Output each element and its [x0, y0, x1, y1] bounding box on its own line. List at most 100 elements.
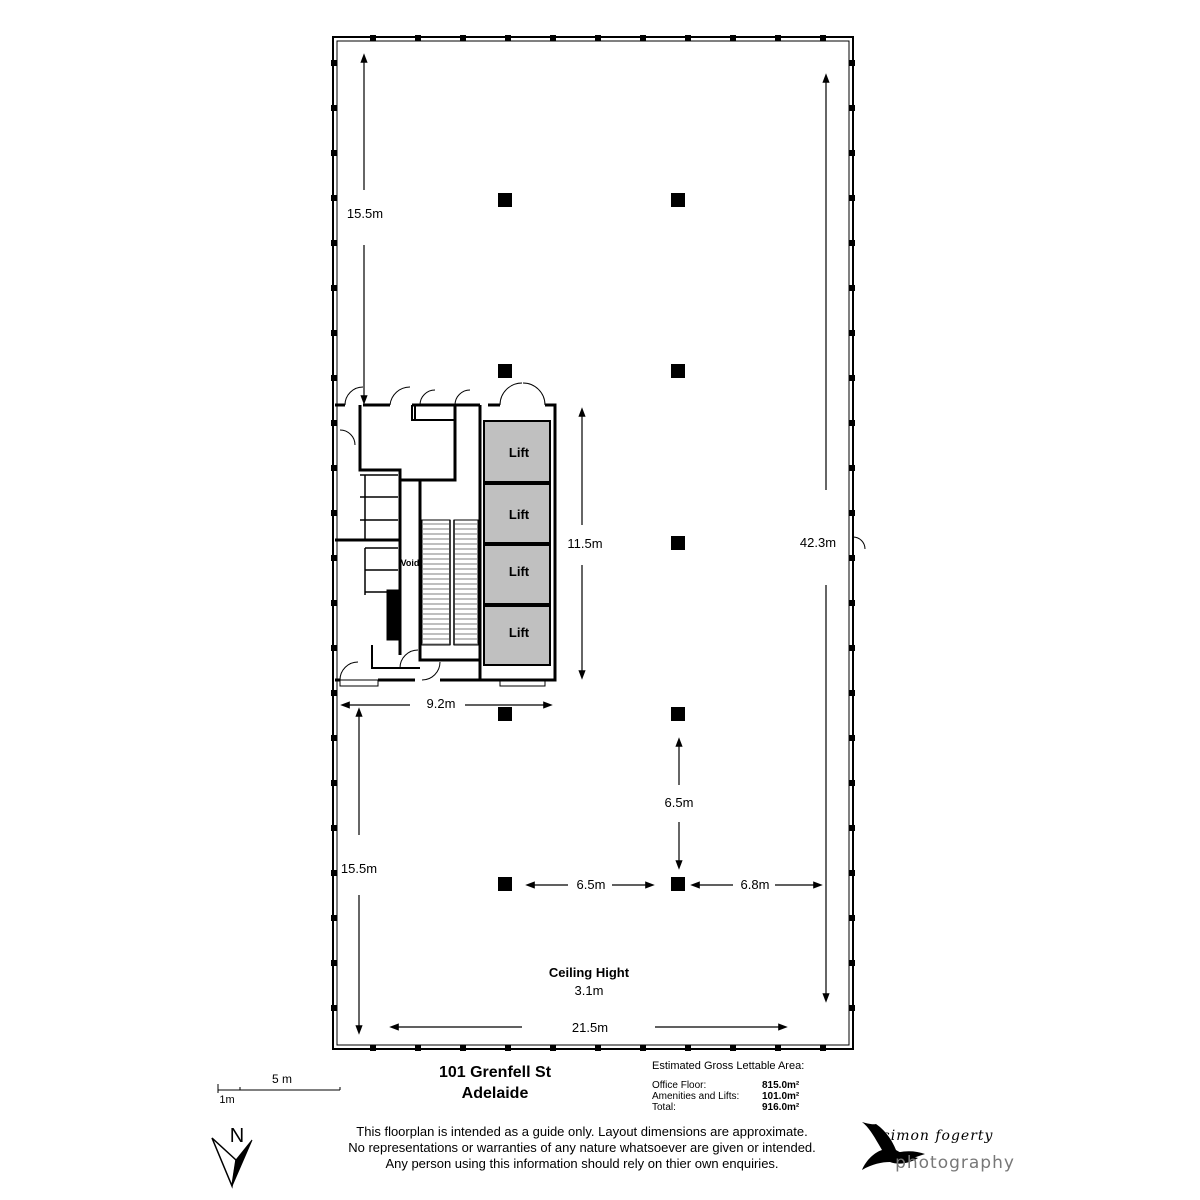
column	[671, 364, 685, 378]
mullion	[331, 960, 337, 966]
brand-name: simon fogerty	[883, 1128, 994, 1144]
mullion	[685, 1045, 691, 1051]
lift-label: Lift	[509, 625, 530, 640]
dim-bottom-left-height: 15.5m	[341, 861, 377, 876]
north-arrow-icon	[211, 1137, 253, 1189]
mullion	[849, 870, 855, 876]
mullion	[331, 690, 337, 696]
mullion	[415, 35, 421, 41]
mullion	[820, 1045, 826, 1051]
mullion	[849, 735, 855, 741]
mullion	[370, 1045, 376, 1051]
lift-label: Lift	[509, 564, 530, 579]
mullion	[849, 150, 855, 156]
mullion	[849, 465, 855, 471]
mullion	[849, 285, 855, 291]
mullion	[849, 1005, 855, 1011]
gla-row-value: 101.0m²	[762, 1091, 800, 1102]
mullion	[331, 600, 337, 606]
column	[498, 877, 512, 891]
gla-row-value: 815.0m²	[762, 1080, 800, 1091]
gla-table: Estimated Gross Lettable Area: Office Fl…	[652, 1060, 812, 1113]
mullion	[331, 510, 337, 516]
mullion	[849, 825, 855, 831]
stair-treads	[423, 523, 477, 645]
mullion	[849, 555, 855, 561]
north-label: N	[230, 1125, 244, 1147]
lift-label: Lift	[509, 507, 530, 522]
void-label: Void	[401, 558, 420, 568]
mullion	[730, 35, 736, 41]
mullion	[331, 150, 337, 156]
column	[498, 193, 512, 207]
structural-columns	[498, 193, 685, 891]
mullion	[331, 330, 337, 336]
disclaimer: This floorplan is intended as a guide on…	[302, 1124, 862, 1172]
column	[671, 707, 685, 721]
window-mullions	[331, 35, 855, 1051]
mullion	[820, 35, 826, 41]
mullion	[331, 870, 337, 876]
mullion	[595, 35, 601, 41]
mullion	[849, 915, 855, 921]
mullion	[331, 915, 337, 921]
gla-row-label: Total:	[652, 1102, 676, 1113]
gla-row: Total: 916.0m²	[652, 1102, 812, 1113]
column	[671, 536, 685, 550]
mullion	[849, 60, 855, 66]
gla-row-value: 916.0m²	[762, 1102, 800, 1113]
lift-car	[483, 544, 551, 605]
column	[671, 877, 685, 891]
column	[498, 707, 512, 721]
gla-row-label: Office Floor:	[652, 1080, 707, 1091]
mullion	[775, 1045, 781, 1051]
mullion	[595, 1045, 601, 1051]
mullion	[730, 1045, 736, 1051]
scale-major-label: 5 m	[272, 1072, 292, 1086]
scale-bar	[217, 1084, 341, 1093]
mullion	[331, 1005, 337, 1011]
dim-column-horizontal: 6.5m	[577, 877, 606, 892]
mullion	[370, 35, 376, 41]
mullion	[849, 780, 855, 786]
disclaimer-line: Any person using this information should…	[385, 1156, 779, 1171]
address-line-1: 101 Grenfell St	[438, 1064, 552, 1081]
dim-column-to-wall: 6.8m	[741, 877, 770, 892]
mullion	[550, 35, 556, 41]
mullion	[775, 35, 781, 41]
column	[671, 193, 685, 207]
mullion	[331, 105, 337, 111]
mullion	[331, 465, 337, 471]
mullion	[331, 555, 337, 561]
dim-top-left-height: 15.5m	[347, 206, 383, 221]
mullion	[505, 35, 511, 41]
mullion	[849, 690, 855, 696]
mullion	[849, 645, 855, 651]
mullion	[331, 825, 337, 831]
lift-label: Lift	[509, 445, 530, 460]
mullion	[331, 285, 337, 291]
dim-total-width: 21.5m	[572, 1020, 608, 1035]
mullion	[331, 375, 337, 381]
dim-total-height: 42.3m	[800, 535, 836, 550]
mullion	[685, 35, 691, 41]
dim-core-height: 11.5m	[567, 536, 602, 551]
doors	[339, 382, 866, 687]
mullion	[331, 420, 337, 426]
mullion	[849, 600, 855, 606]
column	[498, 364, 512, 378]
dim-column-vertical: 6.5m	[665, 795, 694, 810]
mullion	[331, 240, 337, 246]
mullion	[550, 1045, 556, 1051]
lift-car	[483, 605, 551, 666]
mullion	[331, 780, 337, 786]
mullion	[849, 420, 855, 426]
mullion	[849, 240, 855, 246]
mullion	[460, 35, 466, 41]
mullion	[640, 35, 646, 41]
gla-heading: Estimated Gross Lettable Area:	[652, 1060, 805, 1072]
gla-row-label: Amenities and Lifts:	[652, 1091, 740, 1102]
mullion	[460, 1045, 466, 1051]
core	[335, 403, 557, 682]
